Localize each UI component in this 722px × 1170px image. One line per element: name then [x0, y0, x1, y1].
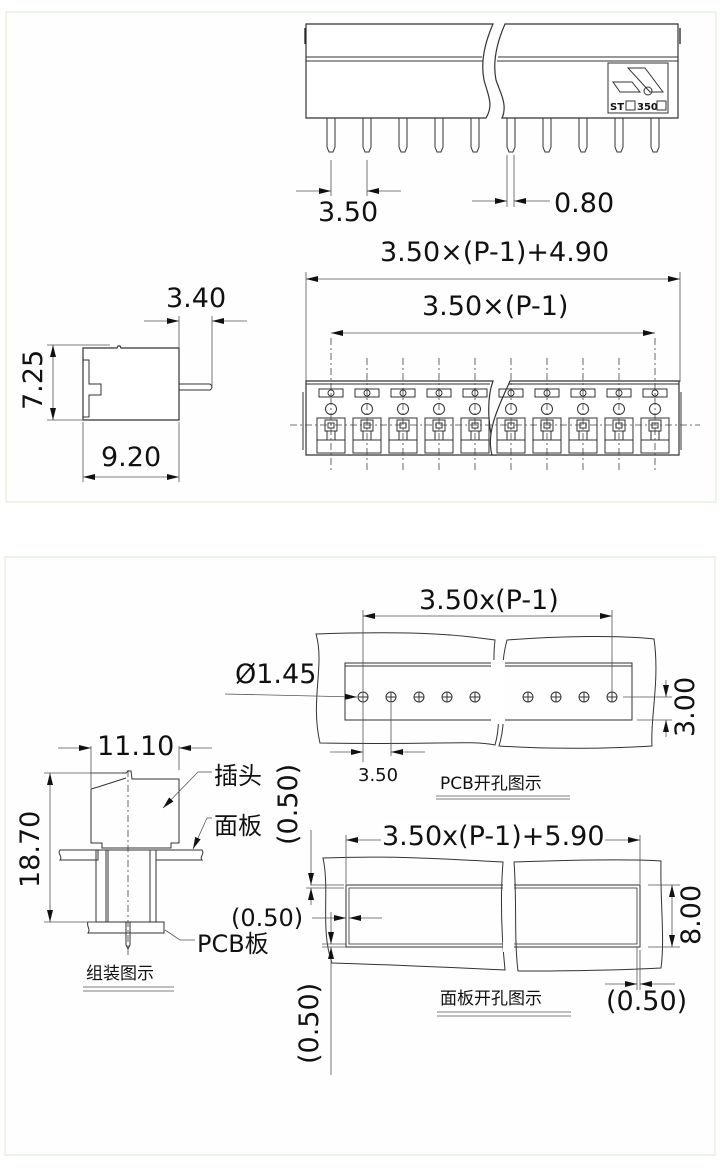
label-plug: 插头	[162, 762, 262, 809]
pcb-pitch-label: 3.50	[358, 765, 398, 786]
dim-clearance-bottom: (0.50)	[294, 912, 346, 1075]
dim-pitch-span: 3.50×(P-1)	[331, 291, 655, 336]
overall-width-label: 3.50×(P-1)+4.90	[380, 237, 609, 268]
dim-clearance-right: (0.50)	[605, 947, 687, 1017]
pcb-caption: PCB开孔图示	[436, 774, 570, 800]
dim-row-height: 3.00	[623, 677, 701, 737]
dim-pcb-span: 3.50x(P-1)	[362, 585, 613, 762]
side-view-connector	[82, 345, 213, 421]
row-height-label: 3.00	[670, 677, 701, 737]
clearance-bottom-label: (0.50)	[294, 983, 325, 1064]
logo-code: 350	[637, 102, 658, 113]
panel-label: 面板	[214, 812, 262, 840]
dim-clearance-left: (0.50)	[231, 904, 382, 932]
center-lines	[290, 338, 700, 470]
cutout-caption: 面板开孔图示	[437, 989, 571, 1017]
assembly-height-label: 18.70	[15, 811, 46, 888]
clearance-right-label: (0.50)	[606, 986, 687, 1017]
dim-assembly-height: 18.70	[15, 772, 122, 923]
cutout-width-label: 3.50x(P-1)+5.90	[382, 821, 605, 852]
front-view-connector	[290, 338, 700, 470]
pin-length-label: 3.40	[166, 283, 226, 314]
assembly-caption-label: 组装图示	[86, 964, 154, 984]
pins	[326, 118, 660, 153]
dim-cutout-width: 3.50x(P-1)+5.90	[345, 821, 641, 884]
dim-height: 7.25	[18, 344, 110, 421]
dim-cutout-height: 8.00	[648, 884, 707, 948]
dim-clearance-top: (0.50)	[273, 764, 344, 905]
plug-label: 插头	[214, 762, 262, 790]
dim-hole-diameter: Ø1.45	[224, 659, 358, 700]
pitch-dim-label: 3.50	[318, 197, 378, 228]
pcb-caption-label: PCB开孔图示	[440, 774, 542, 794]
label-panel: 面板	[192, 812, 262, 850]
pitch-span-label: 3.50×(P-1)	[422, 291, 568, 322]
logo-prefix: ST	[610, 102, 624, 113]
clearance-left-label: (0.50)	[231, 904, 303, 932]
cutout-height-label: 8.00	[676, 885, 707, 945]
pcb-span-label: 3.50x(P-1)	[419, 585, 559, 616]
pin-width-dim-label: 0.80	[554, 188, 614, 219]
label-pcb: PCB板	[164, 929, 269, 958]
pcb-label: PCB板	[197, 930, 269, 958]
cutout-caption-label: 面板开孔图示	[440, 989, 542, 1009]
panel-mounting-dimensions	[4, 556, 716, 1156]
assembly-diagram	[58, 770, 204, 955]
dim-depth: 9.20	[82, 422, 180, 482]
assembly-width-label: 11.10	[97, 731, 174, 762]
height-label: 7.25	[18, 350, 49, 410]
top-view-connector: ST 350	[304, 23, 681, 153]
clearance-top-label: (0.50)	[273, 764, 304, 845]
assembly-caption: 组装图示	[83, 964, 174, 992]
dim-pitch-top: 3.50	[296, 160, 401, 228]
dim-pcb-pitch: 3.50	[330, 703, 425, 786]
dim-pin-width: 0.80	[472, 155, 614, 219]
dim-pin-length: 3.40	[144, 283, 247, 386]
dim-overall-width: 3.50×(P-1)+4.90	[305, 237, 681, 382]
dim-assembly-width: 11.10	[58, 731, 212, 788]
st-logo: ST 350	[607, 62, 669, 114]
depth-label: 9.20	[101, 442, 161, 473]
hole-diameter-label: Ø1.45	[235, 659, 316, 690]
